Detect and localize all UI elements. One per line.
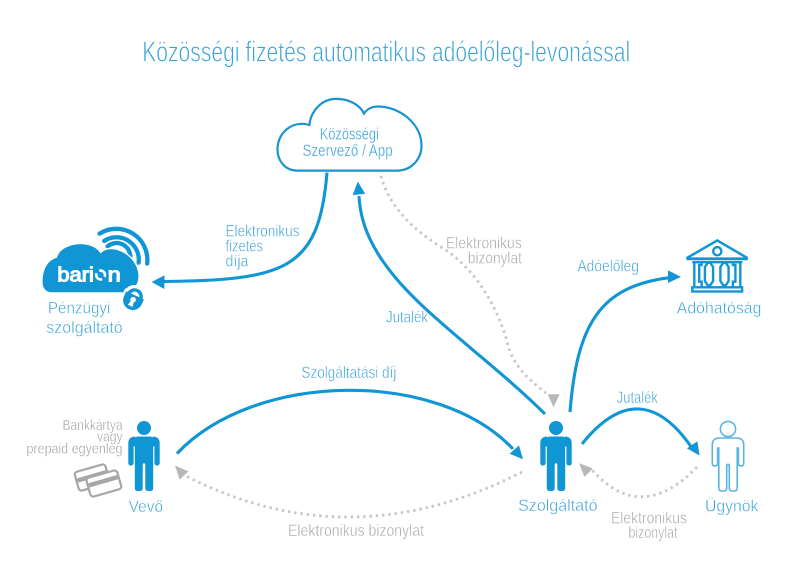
svg-text:Elektronikus bizonylat: Elektronikus bizonylat xyxy=(288,522,424,540)
svg-text:prepaid egyenleg: prepaid egyenleg xyxy=(27,440,123,457)
svg-text:Közösségi fizetés automatikus: Közösségi fizetés automatikus adóelőleg-… xyxy=(142,36,630,68)
svg-text:Szolgáltatási díj: Szolgáltatási díj xyxy=(301,364,396,382)
svg-text:fizetés: fizetés xyxy=(226,238,264,256)
svg-text:bizonylat: bizonylat xyxy=(629,524,678,542)
svg-text:Elektronikus: Elektronikus xyxy=(446,235,522,253)
svg-text:Jutalék: Jutalék xyxy=(386,309,429,327)
svg-text:Ügynök: Ügynök xyxy=(705,498,759,516)
svg-text:Elektronikus: Elektronikus xyxy=(226,223,300,241)
svg-text:n: n xyxy=(108,265,121,287)
svg-text:Jutalék: Jutalék xyxy=(617,389,659,407)
svg-text:Szervező / App: Szervező / App xyxy=(303,141,393,160)
svg-text:Vevő: Vevő xyxy=(129,498,164,516)
svg-text:Szolgáltató: Szolgáltató xyxy=(518,497,597,515)
svg-text:szolgáltató: szolgáltató xyxy=(46,319,122,337)
svg-text:Adóhatóság: Adóhatóság xyxy=(677,299,762,317)
svg-text:bari: bari xyxy=(57,265,94,287)
svg-text:Pénzügyi: Pénzügyi xyxy=(48,299,111,317)
svg-text:Bankkártya: Bankkártya xyxy=(63,417,124,434)
svg-text:Elektronikus: Elektronikus xyxy=(611,510,687,528)
svg-text:bizonylat: bizonylat xyxy=(468,250,522,268)
svg-text:vagy: vagy xyxy=(97,429,123,446)
svg-text:díja: díja xyxy=(226,253,250,271)
svg-text:Közösségi: Közösségi xyxy=(320,124,379,143)
svg-text:Adóelőleg: Adóelőleg xyxy=(577,258,639,276)
